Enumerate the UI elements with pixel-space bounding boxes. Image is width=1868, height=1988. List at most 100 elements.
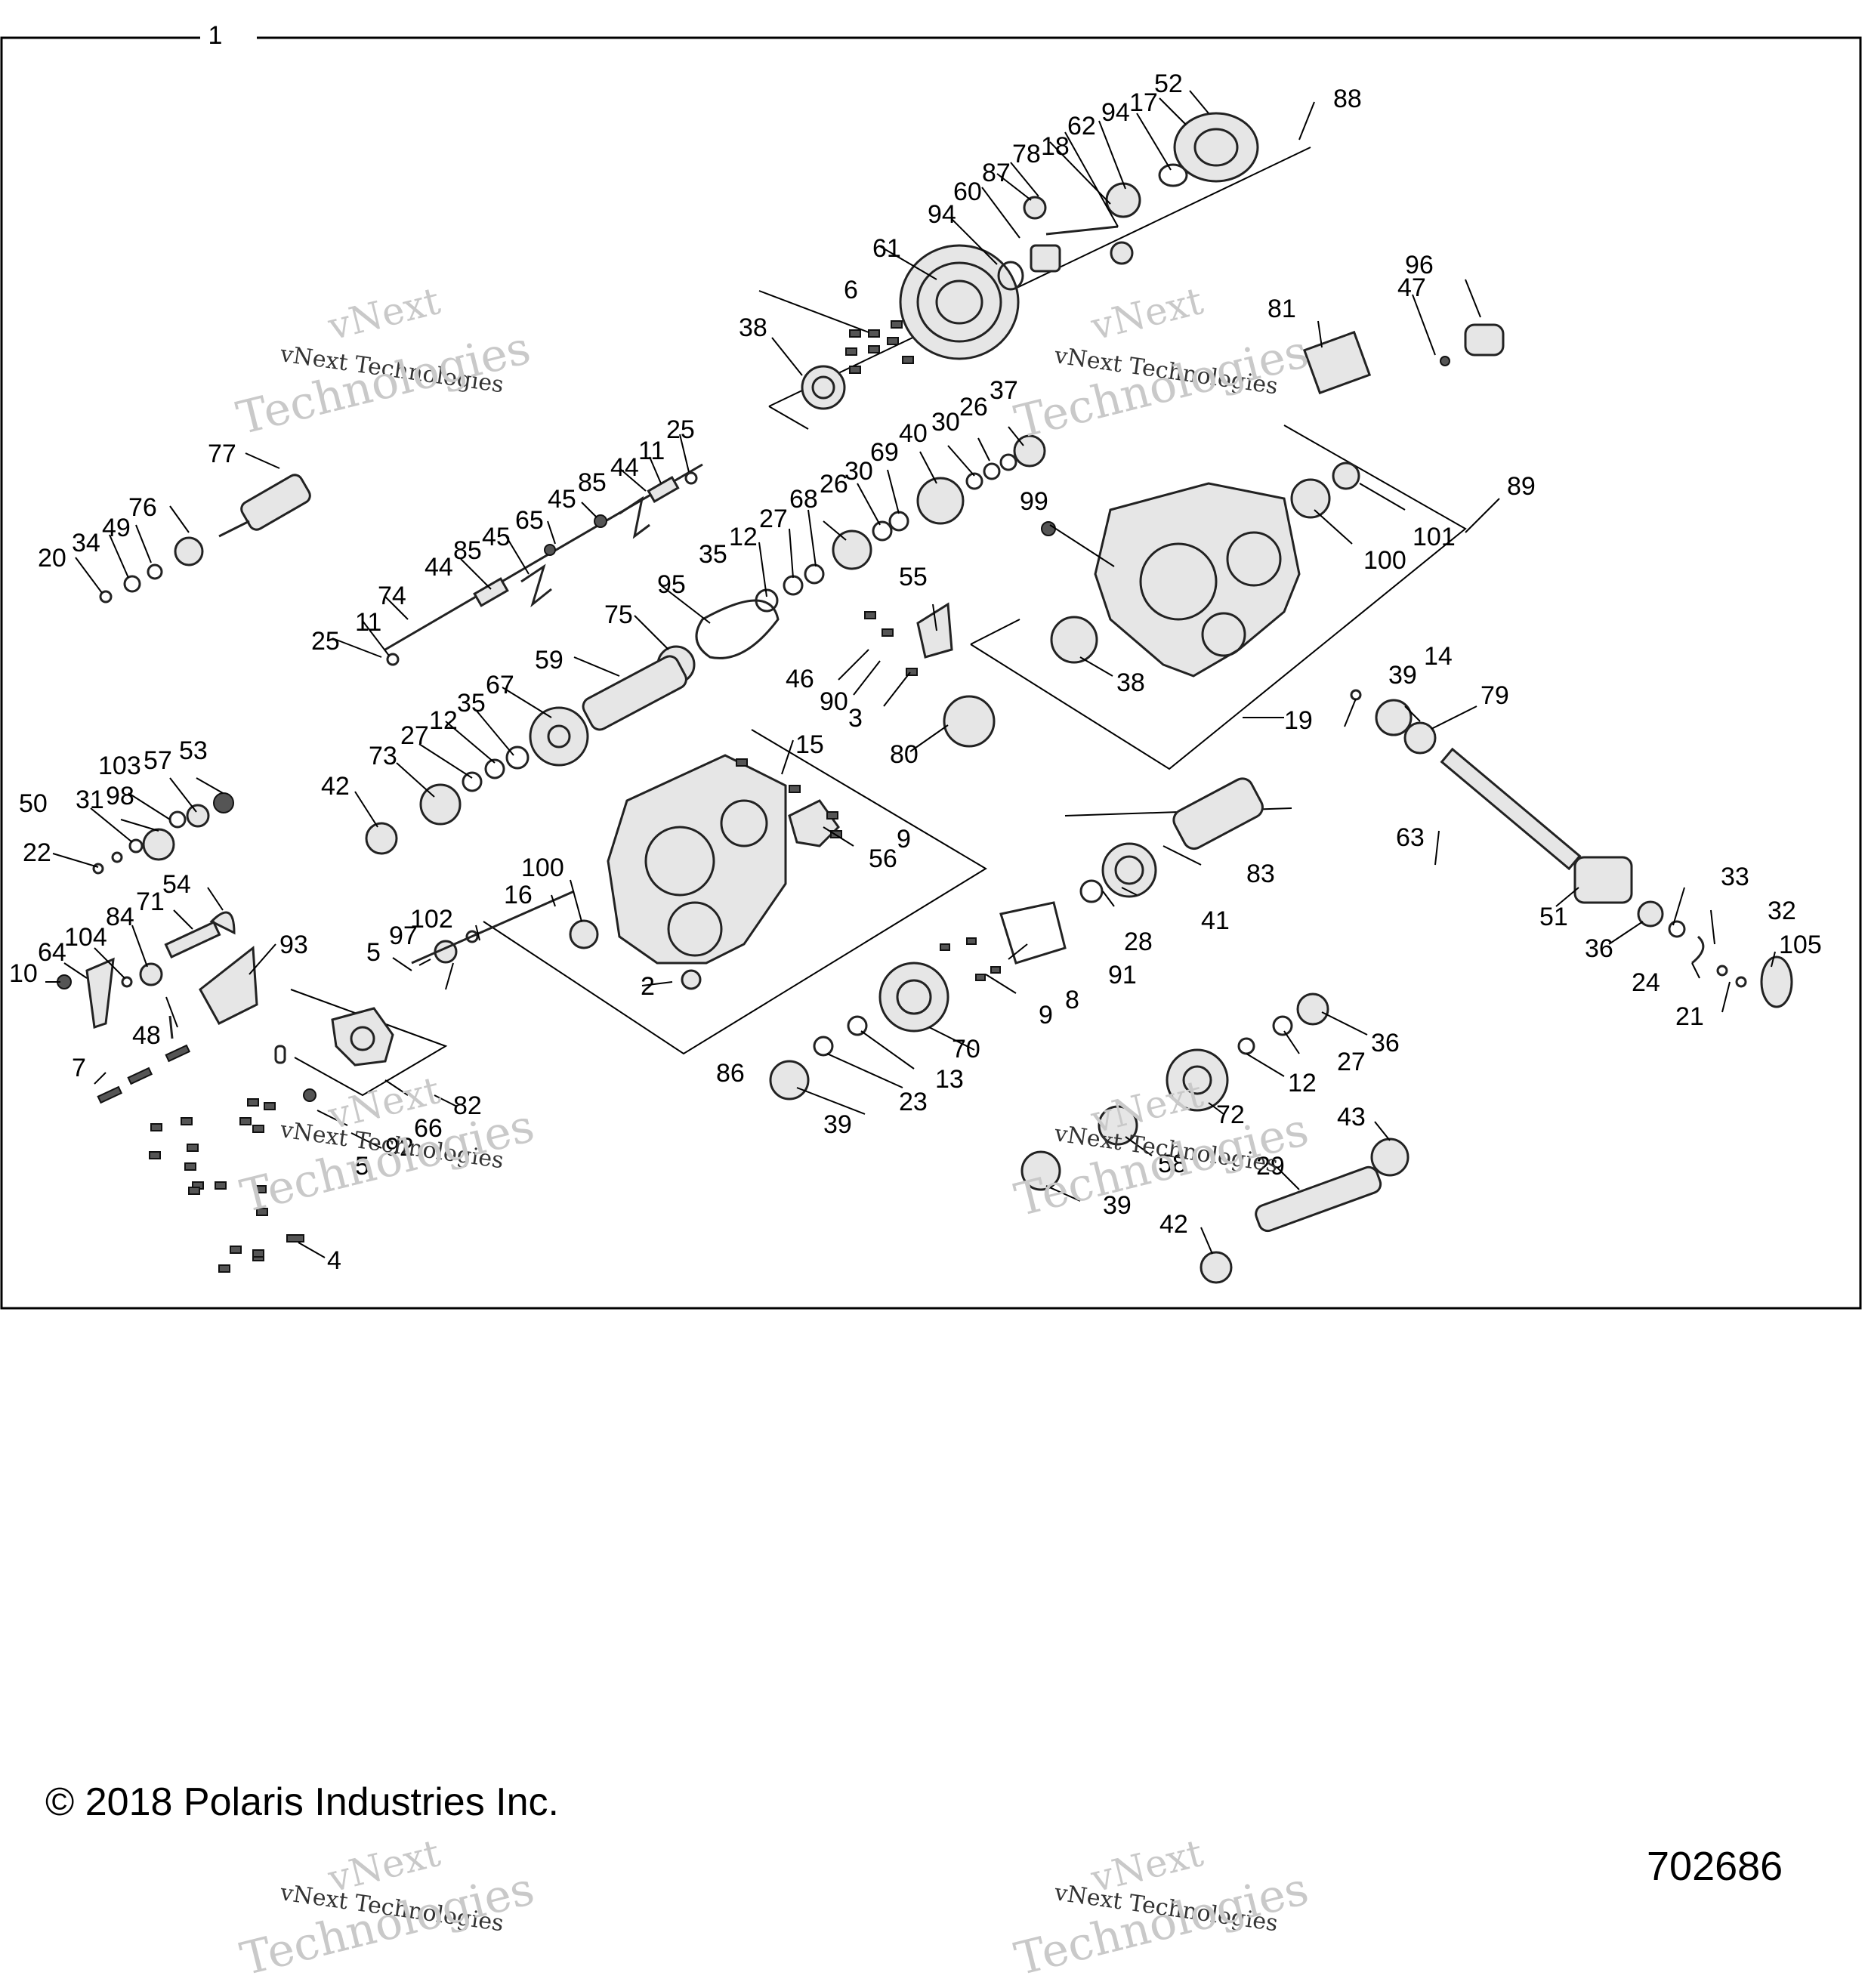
callout-11a: 11 <box>638 437 665 465</box>
fork-55 <box>916 602 953 659</box>
callout-44b: 44 <box>425 553 453 582</box>
gear-72 <box>1166 1048 1229 1112</box>
callout-21: 21 <box>1675 1002 1704 1031</box>
cover-56 <box>788 799 840 847</box>
watermark-bottom-center: vNext vNext Technologies Technologies <box>1010 1831 1314 1986</box>
hub-73 <box>419 783 462 826</box>
callout-5a: 5 <box>366 938 381 967</box>
callout-35a: 35 <box>699 540 727 569</box>
gear-53 <box>213 792 234 813</box>
shaft-29 <box>1255 1165 1382 1233</box>
gear-62 <box>1110 241 1134 265</box>
callout-105: 105 <box>1779 931 1822 959</box>
callout-27c: 27 <box>1337 1048 1366 1076</box>
callout-100a: 100 <box>1363 546 1406 575</box>
shaft-59 <box>582 655 687 731</box>
bracket-93 <box>199 946 258 1025</box>
callout-26b: 26 <box>959 393 988 421</box>
spring-44-lower <box>473 577 509 607</box>
bearing-42-left <box>365 822 398 855</box>
chain-95 <box>695 599 780 659</box>
callout-79: 79 <box>1481 681 1509 710</box>
callout-93: 93 <box>279 931 308 959</box>
bearing-36-lower <box>1296 992 1329 1026</box>
callout-13: 13 <box>935 1065 964 1094</box>
differential-group <box>801 112 1259 410</box>
countershaft-group <box>769 777 1264 1100</box>
circlip-28 <box>1079 879 1104 903</box>
callout-86: 86 <box>716 1059 745 1088</box>
fork-45-upper <box>619 495 650 539</box>
svg-text:vNext: vNext <box>1086 279 1207 349</box>
callout-44a: 44 <box>610 453 639 482</box>
callout-60: 60 <box>953 178 982 206</box>
cover-82-group <box>274 890 575 1102</box>
bracket-64 <box>85 957 115 1029</box>
vent-99 <box>1041 521 1056 536</box>
callout-72: 72 <box>1216 1100 1245 1129</box>
seal-101 <box>1332 462 1360 490</box>
callout-85a: 85 <box>578 468 607 497</box>
callout-62: 62 <box>1067 112 1096 140</box>
callout-46: 46 <box>786 665 814 693</box>
ring-80 <box>943 695 996 748</box>
callout-30a: 30 <box>844 457 873 486</box>
callout-69: 69 <box>870 438 899 467</box>
callout-39c: 39 <box>1103 1191 1132 1220</box>
callout-78: 78 <box>1012 140 1041 168</box>
callout-102: 102 <box>410 905 453 934</box>
seal-100-rear <box>1290 478 1331 519</box>
hub-68 <box>832 529 872 570</box>
seal-100-front <box>569 919 599 949</box>
callout-88: 88 <box>1333 85 1362 113</box>
callout-22: 22 <box>23 838 51 867</box>
callout-76: 76 <box>128 493 157 522</box>
callout-6: 6 <box>844 276 858 304</box>
gear-70 <box>878 962 949 1033</box>
callout-50: 50 <box>19 789 48 818</box>
bracket-81 <box>1302 330 1372 395</box>
bearing-43 <box>1370 1138 1409 1177</box>
callout-90: 90 <box>820 687 848 716</box>
copyright-notice: © 2018 Polaris Industries Inc. <box>45 1780 559 1824</box>
bearing-60 <box>1030 244 1061 273</box>
callout-54: 54 <box>162 870 191 899</box>
callout-16: 16 <box>504 881 533 909</box>
callout-65: 65 <box>515 506 544 535</box>
gear-69 <box>916 477 965 525</box>
callout-56: 56 <box>869 844 897 873</box>
callout-51: 51 <box>1539 903 1568 931</box>
callout-39a: 39 <box>1388 661 1417 690</box>
bearing-41 <box>1101 842 1157 898</box>
callout-11b: 11 <box>355 608 381 637</box>
callout-25a: 25 <box>666 415 695 444</box>
bearing-76 <box>174 536 204 566</box>
callout-94a: 94 <box>928 200 956 229</box>
callout-96: 96 <box>1405 251 1434 279</box>
callout-104: 104 <box>64 923 107 952</box>
callout-87: 87 <box>982 159 1011 187</box>
callout-42a: 42 <box>321 772 350 801</box>
callout-17: 17 <box>1129 88 1158 117</box>
callout-89: 89 <box>1507 472 1536 501</box>
callout-4: 4 <box>327 1246 341 1275</box>
callout-70: 70 <box>952 1035 980 1063</box>
plug-2 <box>681 969 702 990</box>
callout-28: 28 <box>1124 928 1153 956</box>
callout-15: 15 <box>795 730 824 759</box>
washer-94-right <box>1158 163 1188 187</box>
callout-68: 68 <box>789 485 818 514</box>
bearing-36-right <box>1637 900 1664 928</box>
callout-14: 14 <box>1424 642 1453 671</box>
callout-95: 95 <box>657 570 686 599</box>
callout-43: 43 <box>1337 1103 1366 1131</box>
callout-33: 33 <box>1721 863 1749 891</box>
callout-103: 103 <box>98 752 141 780</box>
callout-45b: 45 <box>482 523 511 551</box>
callout-26a: 26 <box>820 470 848 499</box>
bearing-39-left <box>769 1060 810 1100</box>
svg-text:Technologies: Technologies <box>232 322 536 446</box>
spring-44-upper <box>647 476 680 503</box>
bearing-38-top <box>801 365 846 410</box>
